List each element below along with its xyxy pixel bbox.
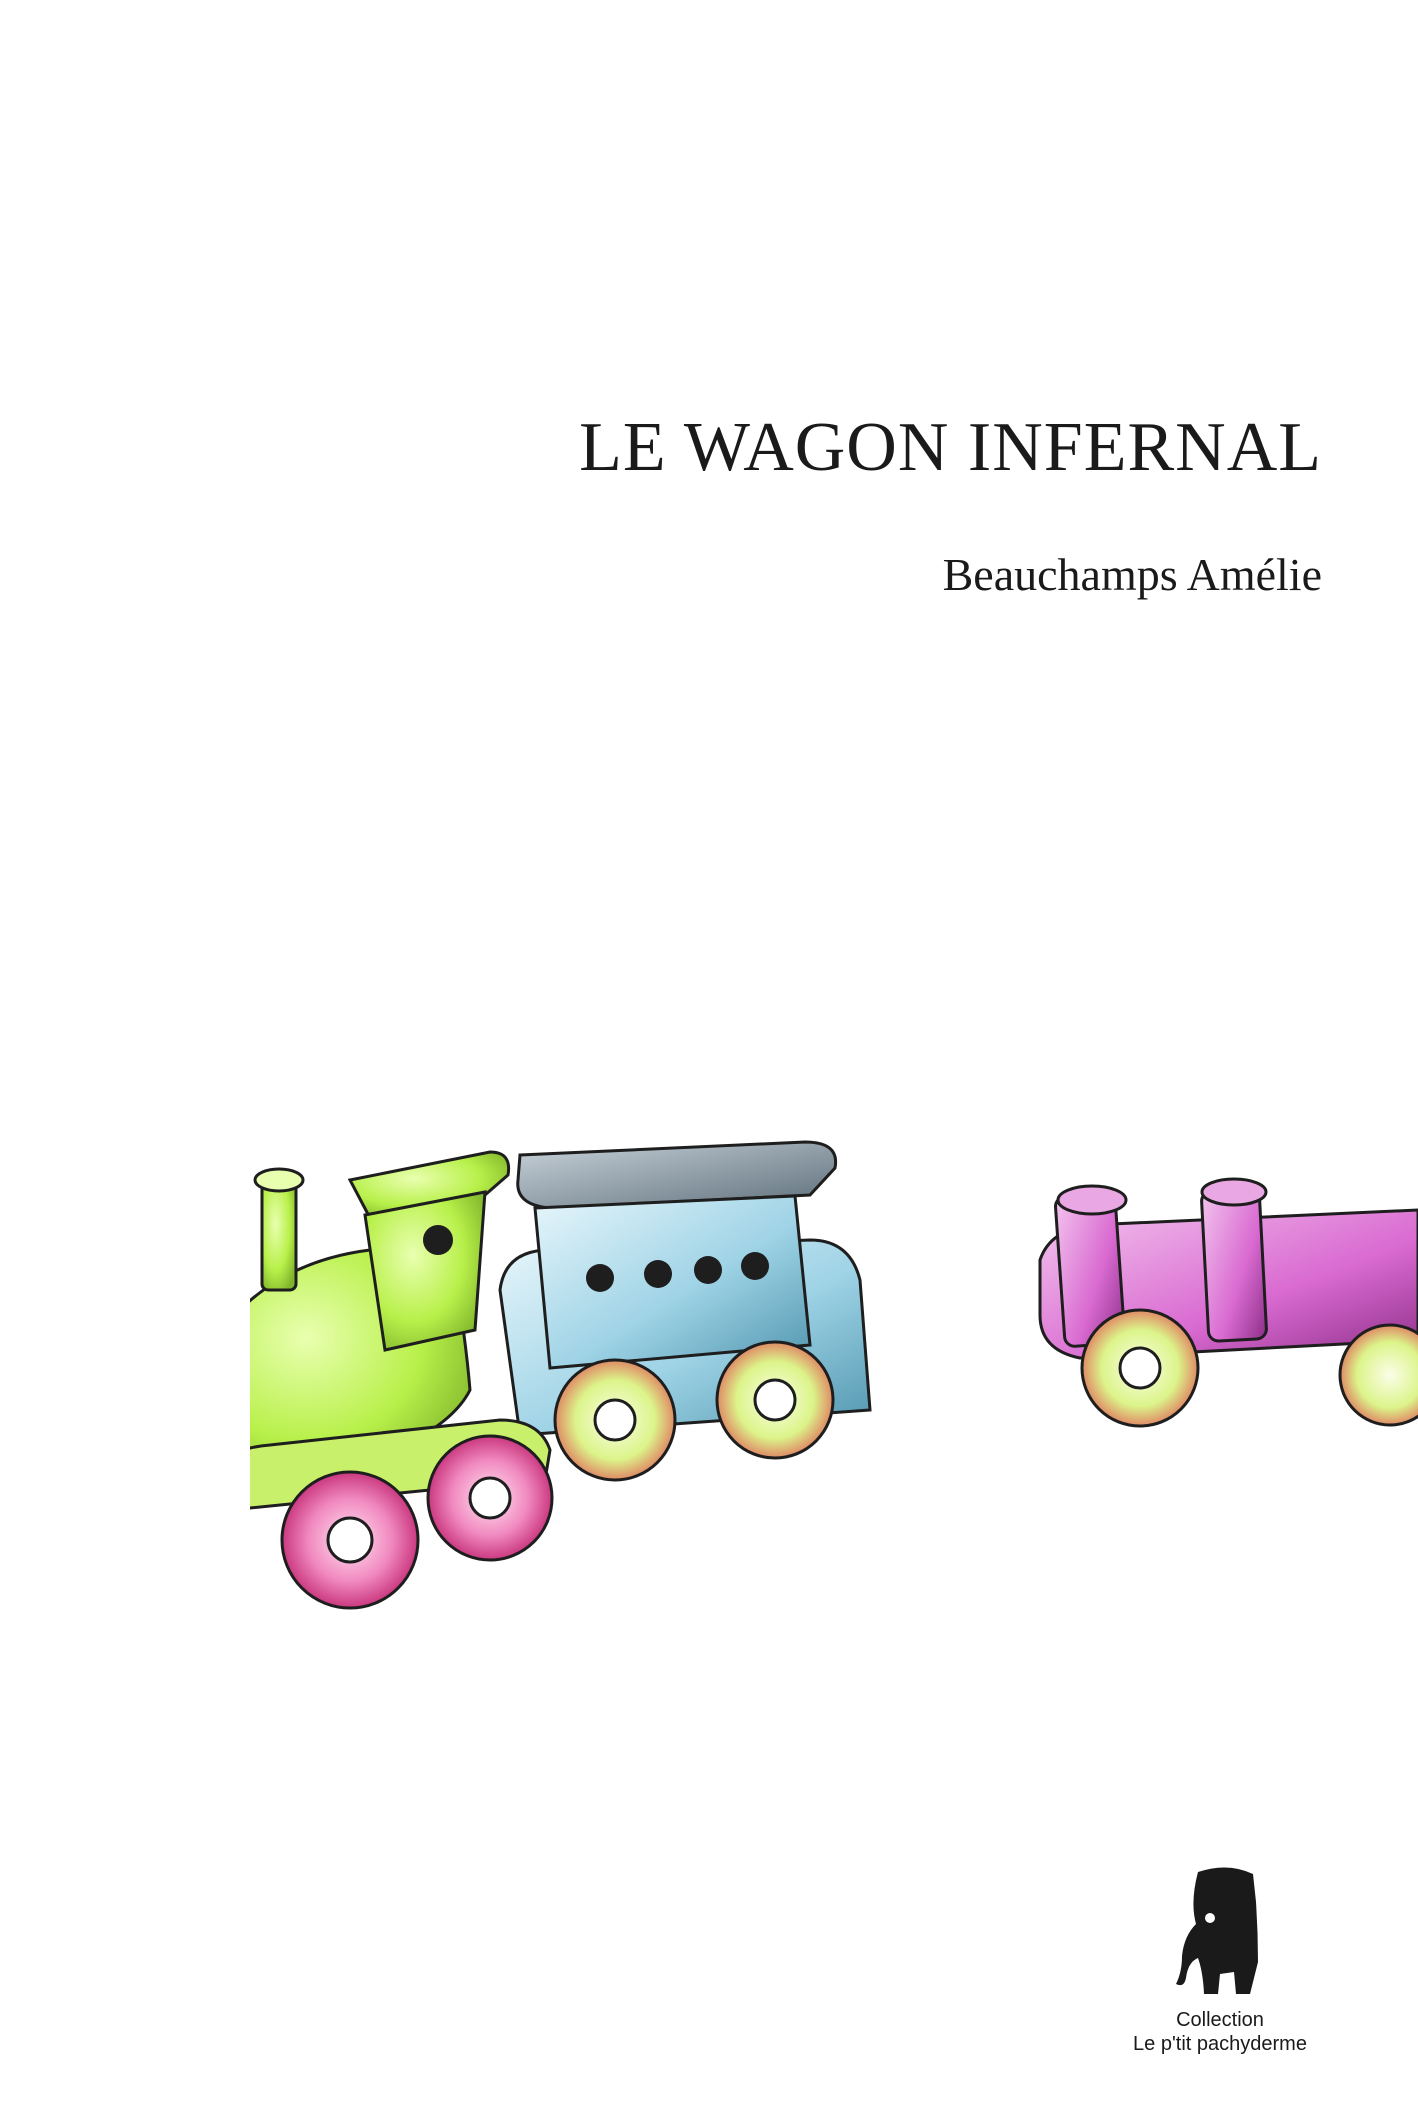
book-author: Beauchamps Amélie	[942, 549, 1322, 600]
toy-train-illustration	[250, 1100, 1418, 1660]
locomotive	[250, 1150, 554, 1610]
third-wagon	[1038, 1177, 1418, 1428]
collection-label: Collection	[1176, 2009, 1264, 2031]
book-title: LE WAGON INFERNAL	[579, 409, 1322, 486]
elephant-icon	[1158, 1862, 1288, 2002]
passenger-wagon	[498, 1140, 872, 1482]
collection-caption: Collection Le p'tit pachyderme	[1070, 2008, 1370, 2056]
collection-name: Le p'tit pachyderme	[1133, 2033, 1307, 2055]
